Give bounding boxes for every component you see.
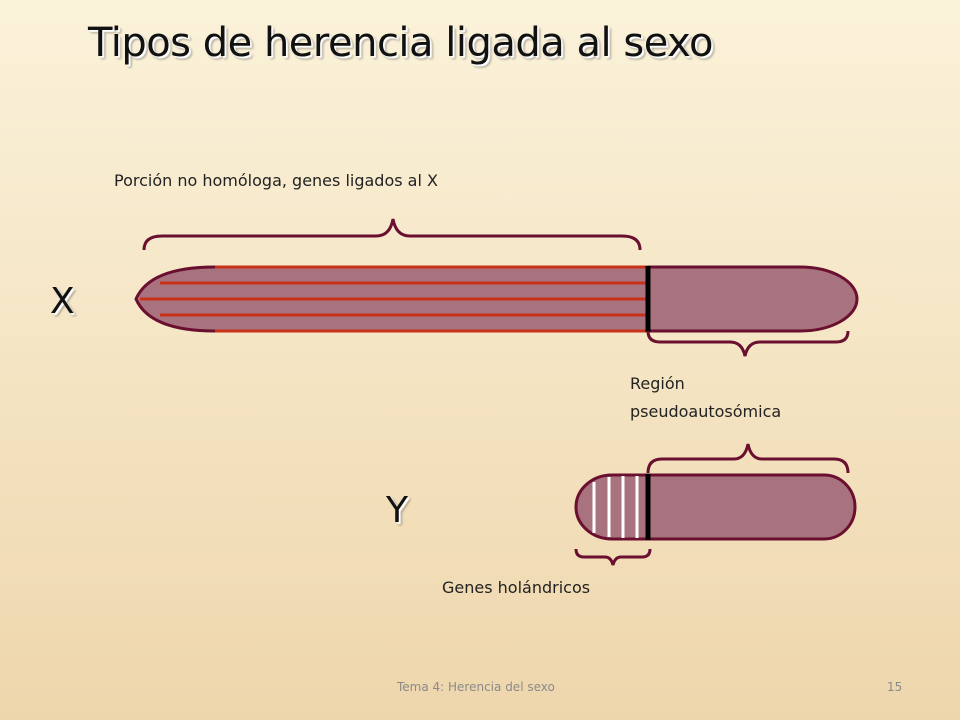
- holandric-label: Genes holándricos: [442, 578, 591, 597]
- x-chromosome-label: X: [50, 281, 75, 322]
- non-homologous-brace: [142, 218, 642, 251]
- y-gene-stripes: [592, 476, 639, 538]
- footer-text: Tema 4: Herencia del sexo: [397, 680, 555, 694]
- x-chromosome: [134, 265, 859, 333]
- pseudoautosomal-label-line2: pseudoautosómica: [630, 402, 782, 421]
- y-chromosome-label: Y: [386, 490, 408, 531]
- non-homologous-label: Porción no homóloga, genes ligados al X: [114, 171, 438, 190]
- page-number: 15: [887, 680, 903, 694]
- x-pseudoautosomal-brace: [646, 330, 850, 357]
- slide-title: Tipos de herencia ligada al sexo: [88, 20, 714, 66]
- holandric-brace: [574, 548, 652, 566]
- x-gene-stripes: [140, 265, 648, 333]
- y-chromosome: [574, 473, 857, 541]
- y-pseudoautosomal-brace: [646, 443, 850, 474]
- pseudoautosomal-label-line1: Región: [630, 374, 685, 393]
- y-chromosome-body: [574, 473, 857, 541]
